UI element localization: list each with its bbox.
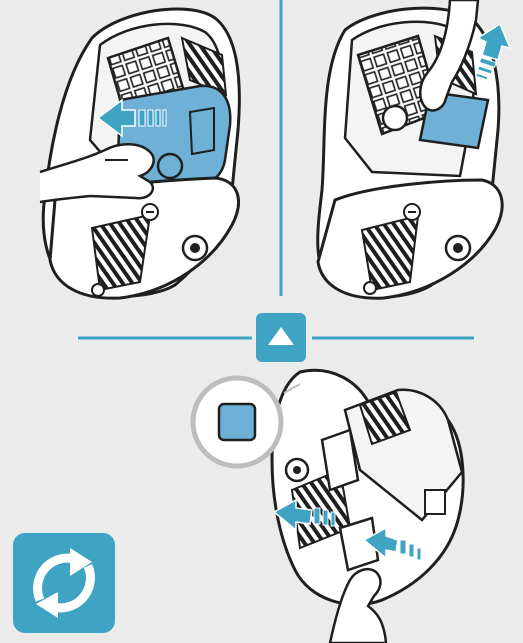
eject-triangle-icon	[256, 313, 306, 362]
step-remove-motor-filter	[318, 0, 510, 298]
step-remove-cassette	[40, 9, 239, 298]
magnified-detail-callout	[193, 378, 281, 466]
refresh-cycle-icon	[13, 533, 115, 633]
step-reinsert	[193, 370, 463, 643]
filter-square-detail	[219, 404, 255, 440]
